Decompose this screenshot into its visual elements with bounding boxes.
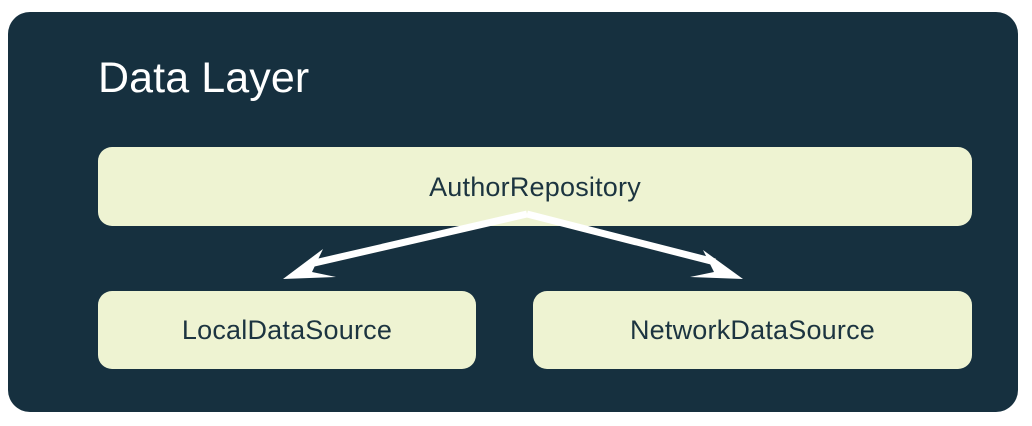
node-label: LocalDataSource	[181, 315, 393, 345]
data-layer-panel: Data Layer AuthorRepository LocalDataSou…	[8, 12, 1018, 412]
node-author-repository[interactable]: AuthorRepository	[98, 147, 972, 226]
node-local-data-source[interactable]: LocalDataSource	[98, 291, 476, 369]
node-label: NetworkDataSource	[629, 315, 875, 345]
page-title: Data Layer	[98, 54, 310, 102]
node-network-data-source[interactable]: NetworkDataSource	[533, 291, 972, 369]
node-label: AuthorRepository	[429, 171, 641, 202]
